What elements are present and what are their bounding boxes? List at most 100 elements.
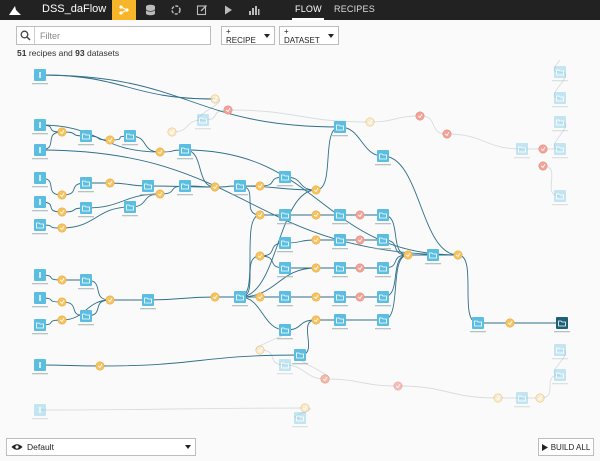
recipe-node[interactable] bbox=[210, 94, 220, 104]
dataset-node[interactable] bbox=[552, 369, 568, 385]
recipe-node[interactable] bbox=[57, 275, 67, 285]
dataset-node[interactable] bbox=[32, 196, 48, 212]
datasets-nav-button[interactable] bbox=[138, 0, 162, 20]
dataset-node[interactable] bbox=[232, 291, 248, 307]
error-recipe-node[interactable] bbox=[538, 161, 548, 171]
dataset-node[interactable] bbox=[232, 180, 248, 196]
dataset-node[interactable] bbox=[470, 317, 486, 333]
dataset-node[interactable] bbox=[292, 349, 308, 365]
dataset-node[interactable] bbox=[375, 150, 391, 166]
recipe-node[interactable] bbox=[155, 189, 165, 199]
tab-recipes[interactable]: RECIPES bbox=[334, 4, 375, 14]
flow-graph-canvas[interactable] bbox=[0, 60, 600, 432]
error-recipe-node[interactable] bbox=[393, 381, 403, 391]
error-recipe-node[interactable] bbox=[442, 129, 452, 139]
error-recipe-node[interactable] bbox=[355, 210, 365, 220]
dataset-node[interactable] bbox=[552, 143, 568, 159]
dataset-node[interactable] bbox=[375, 262, 391, 278]
dataset-node[interactable] bbox=[552, 116, 568, 132]
dataset-node[interactable] bbox=[32, 269, 48, 285]
dataset-node[interactable] bbox=[514, 143, 530, 159]
recipe-node[interactable] bbox=[57, 207, 67, 217]
dataset-node[interactable] bbox=[122, 130, 138, 146]
add-recipe-button[interactable]: + RECIPE bbox=[221, 26, 275, 45]
recipe-node[interactable] bbox=[105, 295, 115, 305]
error-recipe-node[interactable] bbox=[538, 144, 548, 154]
dataset-node[interactable] bbox=[552, 66, 568, 82]
recipe-node[interactable] bbox=[57, 190, 67, 200]
recipe-node[interactable] bbox=[311, 263, 321, 273]
recipe-node[interactable] bbox=[57, 315, 67, 325]
dashboards-nav-button[interactable] bbox=[242, 0, 266, 20]
dataset-node[interactable] bbox=[32, 319, 48, 335]
recipes-nav-button[interactable] bbox=[164, 0, 188, 20]
recipe-node[interactable] bbox=[57, 297, 67, 307]
recipe-node[interactable] bbox=[210, 182, 220, 192]
recipe-node[interactable] bbox=[311, 210, 321, 220]
dataset-node[interactable] bbox=[78, 202, 94, 218]
dataset-node[interactable] bbox=[552, 190, 568, 206]
dataset-node[interactable] bbox=[277, 359, 293, 375]
view-selector[interactable]: Default bbox=[6, 438, 196, 456]
recipe-node[interactable] bbox=[311, 292, 321, 302]
jobs-nav-button[interactable] bbox=[216, 0, 240, 20]
dataset-node[interactable] bbox=[32, 292, 48, 308]
recipe-node[interactable] bbox=[57, 223, 67, 233]
dataset-node[interactable] bbox=[277, 324, 293, 340]
dataset-node[interactable] bbox=[32, 359, 48, 375]
dataset-node[interactable] bbox=[32, 69, 48, 85]
error-recipe-node[interactable] bbox=[320, 374, 330, 384]
recipe-node[interactable] bbox=[255, 251, 265, 261]
recipe-node[interactable] bbox=[453, 250, 463, 260]
recipe-node[interactable] bbox=[210, 292, 220, 302]
notebooks-nav-button[interactable] bbox=[190, 0, 214, 20]
search-icon[interactable] bbox=[17, 27, 35, 44]
recipe-node[interactable] bbox=[311, 235, 321, 245]
recipe-node[interactable] bbox=[403, 250, 413, 260]
recipe-node[interactable] bbox=[105, 178, 115, 188]
dataset-node[interactable] bbox=[292, 412, 308, 428]
recipe-node[interactable] bbox=[365, 117, 375, 127]
dataset-node[interactable] bbox=[195, 114, 211, 130]
dataset-node[interactable] bbox=[78, 310, 94, 326]
recipe-node[interactable] bbox=[311, 315, 321, 325]
error-recipe-node[interactable] bbox=[355, 292, 365, 302]
dataset-node[interactable] bbox=[277, 262, 293, 278]
dataset-node[interactable] bbox=[332, 234, 348, 250]
dataset-node[interactable] bbox=[332, 314, 348, 330]
dataset-node[interactable] bbox=[140, 180, 156, 196]
recipe-node[interactable] bbox=[255, 210, 265, 220]
recipe-node[interactable] bbox=[155, 147, 165, 157]
error-recipe-node[interactable] bbox=[355, 235, 365, 245]
dataset-node[interactable] bbox=[375, 209, 391, 225]
dataset-node[interactable] bbox=[78, 177, 94, 193]
dataset-node[interactable] bbox=[552, 344, 568, 360]
dataset-node[interactable] bbox=[332, 121, 348, 137]
recipe-node[interactable] bbox=[255, 181, 265, 191]
dataset-node[interactable] bbox=[277, 291, 293, 307]
dataset-node[interactable] bbox=[177, 180, 193, 196]
recipe-node[interactable] bbox=[95, 361, 105, 371]
dataset-node[interactable] bbox=[332, 291, 348, 307]
dataset-node[interactable] bbox=[32, 144, 48, 160]
dataset-node[interactable] bbox=[332, 262, 348, 278]
dataset-node[interactable] bbox=[277, 171, 293, 187]
recipe-node[interactable] bbox=[255, 292, 265, 302]
dataset-node[interactable] bbox=[140, 294, 156, 310]
dataset-node[interactable] bbox=[177, 144, 193, 160]
dataset-node[interactable] bbox=[32, 404, 48, 420]
error-recipe-node[interactable] bbox=[355, 263, 365, 273]
flow-nav-button[interactable] bbox=[112, 0, 136, 20]
recipe-node[interactable] bbox=[255, 345, 265, 355]
recipe-node[interactable] bbox=[493, 393, 503, 403]
dataset-node[interactable] bbox=[277, 209, 293, 225]
dataset-node[interactable] bbox=[425, 249, 441, 265]
error-recipe-node[interactable] bbox=[415, 111, 425, 121]
recipe-node[interactable] bbox=[300, 403, 310, 413]
recipe-node[interactable] bbox=[505, 318, 515, 328]
dataset-node[interactable] bbox=[122, 201, 138, 217]
dataset-node[interactable] bbox=[375, 234, 391, 250]
dataset-node[interactable] bbox=[32, 172, 48, 188]
dataset-node[interactable] bbox=[552, 92, 568, 108]
add-dataset-button[interactable]: + DATASET bbox=[279, 26, 339, 45]
